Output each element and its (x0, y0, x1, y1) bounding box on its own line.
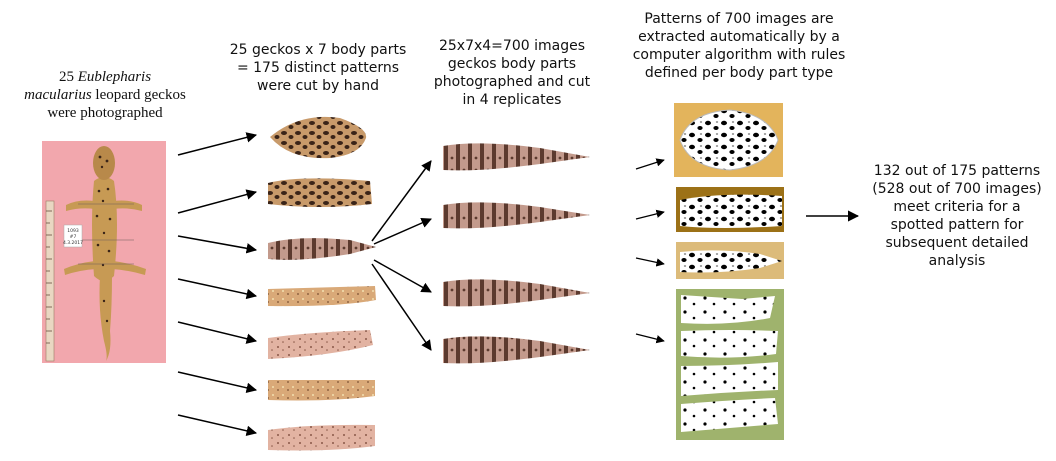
arrows-to-cut-patterns (178, 135, 256, 433)
cut-pattern-head (270, 117, 366, 158)
arrow-to-mask-legs (636, 334, 664, 341)
mask-back (676, 187, 784, 232)
cut-pattern-leg-3 (268, 380, 375, 401)
arrows-to-replicates (372, 161, 431, 350)
cut-pattern-back (268, 178, 372, 207)
arrow-to-mask-head (636, 160, 664, 169)
cut-pattern-leg-2 (268, 330, 373, 359)
mask-leg-2 (681, 330, 778, 358)
arrow-to-replicate-3 (374, 260, 431, 292)
replicate-2 (443, 202, 590, 228)
cut-pattern-leg-1 (268, 286, 376, 306)
cut-pattern-tail (268, 238, 376, 260)
arrow-to-mask-tail (636, 258, 664, 264)
mask-legs (676, 289, 784, 440)
extracted-masks (674, 103, 784, 440)
cut-patterns (268, 117, 376, 451)
arrow-to-leg-4 (178, 415, 256, 433)
arrow-to-leg-2 (178, 322, 256, 341)
mask-tail (676, 242, 784, 279)
replicate-3 (443, 279, 590, 306)
replicate-4 (443, 336, 590, 363)
arrow-to-replicate-2 (374, 219, 431, 244)
replicate-1 (443, 143, 590, 170)
arrow-to-replicate-4 (372, 264, 431, 350)
arrow-to-tail (178, 236, 256, 250)
mask-leg-1 (681, 295, 775, 324)
cut-pattern-leg-4 (268, 425, 375, 451)
arrow-to-back (178, 192, 256, 213)
arrow-to-mask-back (636, 212, 664, 219)
replicate-images (443, 143, 590, 363)
arrows-to-masks (636, 160, 664, 341)
arrow-to-replicate-1 (372, 161, 431, 241)
arrow-to-head (178, 135, 256, 155)
arrow-to-leg-3 (178, 372, 256, 390)
arrow-to-leg-1 (178, 279, 256, 296)
mask-head (674, 103, 783, 177)
